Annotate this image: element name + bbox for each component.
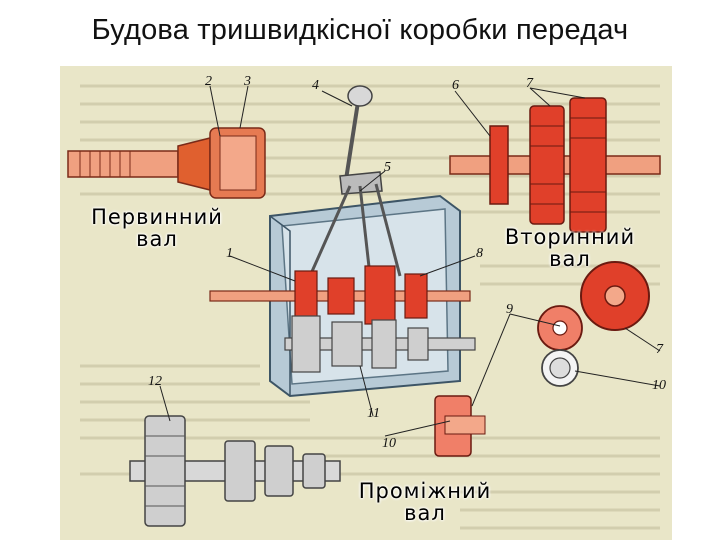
callout-number: 11 (367, 406, 380, 421)
input-shaft-label: Первинний вал (72, 206, 242, 250)
output-shaft-assembly (449, 97, 661, 233)
loose-gear-small (434, 395, 486, 457)
input-shaft-label-line2: вал (136, 227, 178, 251)
output-shaft-label: Вторинний вал (480, 226, 660, 270)
loose-ring-gear (541, 349, 579, 387)
countershaft-exploded (129, 415, 341, 527)
gearbox-drawing (67, 84, 661, 530)
loose-gear-medium (537, 305, 583, 351)
callout-number: 3 (244, 74, 251, 89)
callout-number: 6 (452, 78, 459, 93)
shift-lever (308, 85, 402, 277)
callout-number: 2 (205, 74, 212, 89)
output-shaft-label-line2: вал (549, 247, 591, 271)
countershaft-inside (284, 315, 476, 373)
callout-number: 7 (526, 76, 533, 91)
callout-number: 7 (656, 342, 663, 357)
callout-number: 1 (226, 246, 233, 261)
output-shaft-label-line1: Вторинний (504, 225, 636, 249)
input-shaft-label-line1: Первинний (91, 205, 223, 229)
callout-number: 4 (312, 78, 319, 93)
callout-number: 10 (652, 378, 666, 393)
callout-number: 5 (384, 160, 391, 175)
callout-number: 9 (506, 302, 513, 317)
countershaft-label-line2: вал (404, 501, 446, 525)
callout-number: 12 (148, 374, 162, 389)
countershaft-label: Проміжний вал (330, 480, 520, 524)
main-shaft-inside (209, 265, 471, 325)
callout-number: 10 (382, 436, 396, 451)
loose-gear-large (580, 261, 650, 331)
countershaft-label-line1: Проміжний (358, 479, 492, 503)
input-shaft-assembly (67, 127, 266, 199)
gearbox-illustration: 2 3 4 6 7 5 8 1 9 7 10 12 11 10 Первинни… (60, 66, 672, 540)
callout-number: 8 (476, 246, 483, 261)
slide-title: Будова тришвидкісної коробки передач (91, 14, 629, 46)
